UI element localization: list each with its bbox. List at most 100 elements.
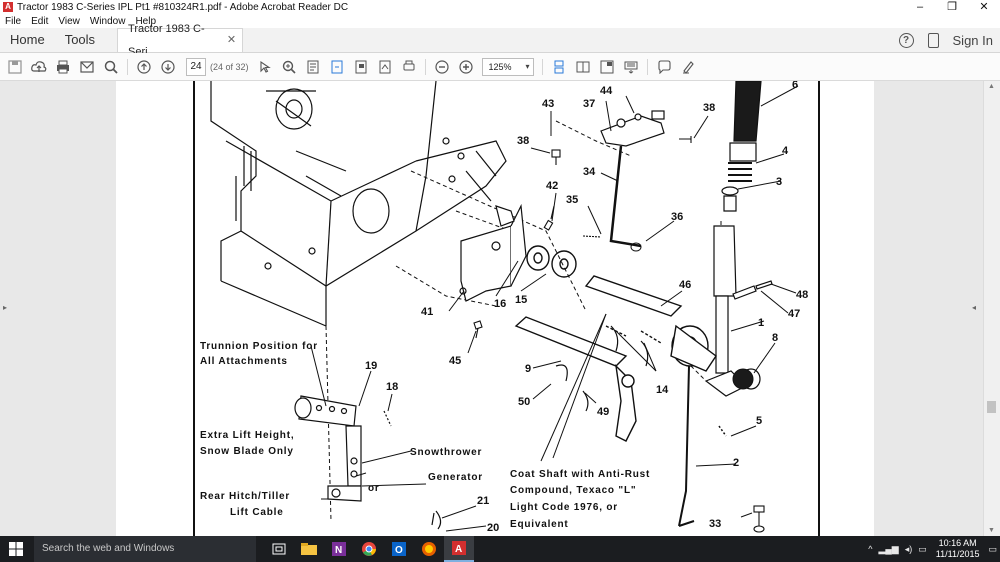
right-panel-toggle-icon[interactable]: ◂ — [971, 303, 976, 312]
windows-start-button[interactable] — [0, 536, 32, 562]
acrobat-taskbar-icon[interactable]: A — [444, 536, 474, 562]
svg-text:O: O — [395, 545, 403, 556]
trunnion-label-line2: All Attachments — [200, 356, 288, 367]
task-view-icon[interactable] — [264, 536, 294, 562]
clock-date: 11/11/2015 — [935, 549, 980, 559]
callout-4: 4 — [782, 145, 789, 157]
comment-icon[interactable] — [655, 58, 673, 76]
callout-6: 6 — [792, 81, 798, 91]
extra-lift-label-line2: Snow Blade Only — [200, 446, 294, 457]
snowthrower-label: Snowthrower — [410, 447, 482, 458]
window-title: Tractor 1983 C-Series IPL Pt1 #810324R1.… — [17, 1, 349, 13]
sign-in-link[interactable]: Sign In — [952, 32, 993, 48]
menu-view[interactable]: View — [58, 15, 80, 27]
volume-icon[interactable]: ◂) — [904, 543, 913, 554]
or-label: or — [368, 483, 380, 494]
rotate-icon[interactable] — [328, 58, 346, 76]
callout-16: 16 — [494, 298, 506, 310]
toolbar-separator — [646, 58, 648, 75]
zoom-in-icon[interactable] — [457, 58, 475, 76]
taskbar-clock[interactable]: 10:16 AM 11/11/2015 — [936, 538, 980, 560]
callout-18: 18 — [386, 381, 398, 393]
file-explorer-icon[interactable] — [294, 536, 324, 562]
callout-42: 42 — [546, 180, 558, 192]
tab-home[interactable]: Home — [10, 32, 45, 47]
page-number-input[interactable]: 24 — [186, 57, 206, 76]
tab-document[interactable]: Tractor 1983 C-Seri... ✕ — [117, 23, 244, 58]
page-count: (24 of 32) — [210, 61, 249, 72]
email-icon[interactable] — [78, 58, 96, 76]
callout-8: 8 — [772, 332, 778, 344]
help-icon[interactable]: ? — [898, 32, 914, 48]
tab-tools[interactable]: Tools — [64, 32, 96, 47]
battery-icon[interactable]: ▭ — [918, 543, 927, 554]
fit-page-icon[interactable] — [304, 58, 322, 76]
keyboard-icon[interactable] — [622, 58, 640, 76]
callout-14: 14 — [656, 384, 669, 396]
minimize-button[interactable]: – — [916, 1, 924, 13]
rear-hitch-label-line2: Lift Cable — [230, 507, 284, 518]
outlook-icon[interactable]: O — [384, 536, 414, 562]
callout-48: 48 — [796, 289, 808, 301]
vertical-scrollbar[interactable]: ▲ ▼ — [983, 81, 1000, 536]
export-pdf-icon[interactable] — [352, 58, 370, 76]
callout-37: 37 — [583, 98, 595, 110]
toolbar: 24 (24 of 32) 125%▾ — [0, 53, 1000, 81]
next-page-icon[interactable] — [159, 58, 177, 76]
previous-page-icon[interactable] — [135, 58, 153, 76]
svg-text:A: A — [455, 544, 462, 555]
callout-35: 35 — [566, 194, 578, 206]
callout-1: 1 — [758, 317, 764, 329]
toolbar-separator — [424, 58, 426, 75]
callout-2: 2 — [733, 457, 739, 469]
network-icon[interactable]: ▂▄▆ — [878, 543, 899, 554]
left-panel-toggle[interactable]: ▸ — [0, 81, 12, 536]
callout-38: 38 — [703, 102, 715, 114]
mobile-link-icon[interactable] — [927, 32, 939, 48]
coat-shaft-label-line2: Compound, Texaco "L" — [510, 485, 636, 496]
print-production-icon[interactable] — [400, 58, 418, 76]
select-tool-icon[interactable] — [256, 58, 274, 76]
menu-help[interactable]: Help — [135, 15, 157, 27]
close-window-button[interactable]: ✕ — [979, 1, 989, 13]
menu-bar: File Edit View Window Help — [0, 14, 1000, 28]
document-viewport[interactable]: ▸ ◂ — [0, 81, 1000, 536]
two-page-icon[interactable] — [574, 58, 592, 76]
chevron-down-icon: ▾ — [525, 61, 530, 71]
title-bar: A Tractor 1983 C-Series IPL Pt1 #810324R… — [0, 0, 1000, 14]
menu-file[interactable]: File — [5, 15, 22, 27]
chrome-icon[interactable] — [354, 536, 384, 562]
callout-47: 47 — [788, 308, 800, 320]
search-icon[interactable] — [102, 58, 120, 76]
print-icon[interactable] — [54, 58, 72, 76]
callout-45: 45 — [449, 355, 461, 367]
scroll-up-icon[interactable]: ▲ — [988, 83, 995, 90]
extra-lift-label-line1: Extra Lift Height, — [200, 430, 294, 441]
read-mode-icon[interactable] — [376, 58, 394, 76]
menu-window[interactable]: Window — [89, 15, 126, 27]
scroll-mode-icon[interactable] — [550, 58, 568, 76]
callout-33: 33 — [709, 518, 721, 530]
zoom-out-icon[interactable] — [433, 58, 451, 76]
callout-15: 15 — [515, 294, 527, 306]
trunnion-label-line1: Trunnion Position for — [200, 341, 318, 352]
action-center-icon[interactable]: ▭ — [988, 543, 997, 554]
callout-19: 19 — [365, 360, 377, 372]
upload-cloud-icon[interactable] — [30, 58, 48, 76]
callout-41: 41 — [421, 306, 433, 318]
full-screen-icon[interactable] — [598, 58, 616, 76]
windows-logo-icon — [9, 542, 23, 556]
scroll-down-icon[interactable]: ▼ — [988, 527, 995, 534]
onenote-icon[interactable]: N — [324, 536, 354, 562]
menu-edit[interactable]: Edit — [31, 15, 49, 27]
save-icon[interactable] — [6, 58, 24, 76]
firefox-icon[interactable] — [414, 536, 444, 562]
show-hidden-icons-icon[interactable]: ^ — [868, 544, 873, 554]
scrollbar-thumb[interactable] — [987, 401, 996, 413]
highlight-pen-icon[interactable] — [679, 58, 697, 76]
taskbar-search-box[interactable]: Search the web and Windows — [34, 536, 256, 562]
close-icon[interactable]: ✕ — [226, 34, 237, 46]
zoom-level-select[interactable]: 125%▾ — [481, 57, 534, 76]
maximize-button[interactable]: ❐ — [947, 1, 957, 13]
marquee-zoom-icon[interactable] — [280, 58, 298, 76]
